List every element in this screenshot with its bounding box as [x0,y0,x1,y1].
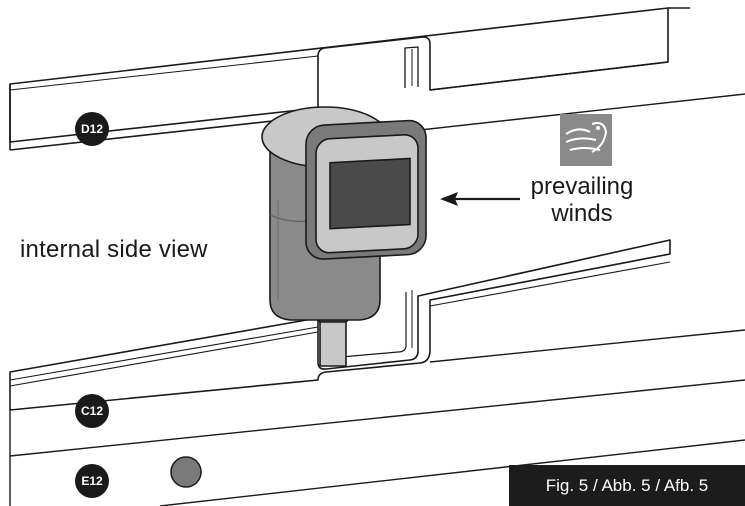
svg-text:E12: E12 [81,474,103,488]
sensor-assembly [261,106,427,367]
lower-panel-line-1 [429,329,745,363]
figure-caption: Fig. 5 / Abb. 5 / Afb. 5 [509,465,745,506]
upper-panel [9,7,669,151]
badge-c12: C12 [75,394,109,428]
prevailing-line-1: prevailing [530,173,634,200]
badge-d12: D12 [75,112,109,146]
prevailing-winds-label: prevailing winds [512,173,652,227]
lower-panel-line-3 [159,439,745,506]
svg-text:D12: D12 [81,122,103,136]
upper-back-line [429,7,690,91]
sensor-screen [329,157,411,230]
badge-e12: E12 [75,464,109,498]
mounting-hole [170,456,202,488]
back-panel-line [419,93,745,131]
side-view-label: internal side view [20,236,208,263]
wind-icon [560,114,612,166]
arrow-left-icon [440,192,520,206]
svg-text:C12: C12 [81,404,103,418]
prevailing-line-2: winds [551,200,613,227]
lower-rail [9,239,671,411]
lower-panel-line-2 [9,379,745,457]
